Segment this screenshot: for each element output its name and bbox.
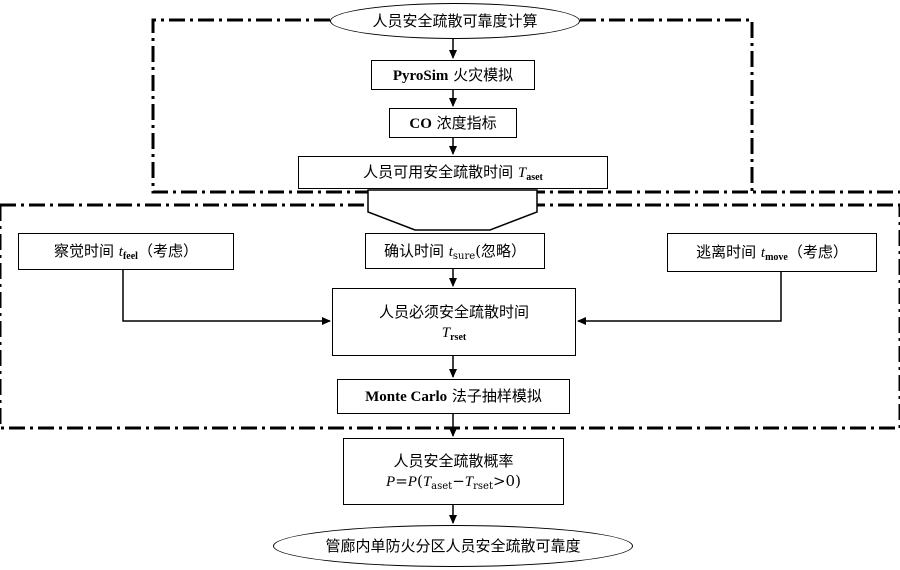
aset-text: 人员可用安全疏散时间 [363, 163, 518, 181]
probability-node: 人员安全疏散概率 P=P(Taset−Trset>0) [343, 438, 564, 505]
expand-arrow [367, 189, 538, 231]
feel-text: 察觉时间 [54, 242, 119, 260]
sure-symbol: t [448, 243, 453, 260]
aset-subscript: aset [526, 172, 543, 183]
arrow-feel-to-rset [122, 268, 331, 325]
rset-text: 人员必须安全疏散时间 [378, 302, 529, 321]
rset-node: 人员必须安全疏散时间 Trset [332, 288, 576, 356]
prob-open: ( [416, 472, 423, 490]
pyrosim-zh: 火灾模拟 [448, 65, 514, 84]
move-subscript: move [765, 252, 788, 263]
upper-group-frame [151, 18, 900, 194]
feel-subscript: feel [122, 251, 138, 262]
prob-p: P [386, 474, 396, 490]
prob-close: >0) [492, 472, 521, 490]
sure-note: (忽略） [475, 241, 527, 260]
montecarlo-en: Monte Carlo [365, 389, 448, 405]
rset-symbol: T [441, 324, 451, 341]
sure-node: 确认时间 tsure(忽略） [365, 233, 545, 269]
end-label: 管廊内单防火分区人员安全疏散可靠度 [325, 537, 581, 555]
prob-formula: P=P(Taset−Trset>0) [386, 471, 521, 492]
start-node: 人员安全疏散可靠度计算 [330, 3, 580, 39]
move-note: （考虑） [787, 243, 848, 261]
montecarlo-node: Monte Carlo 法子抽样模拟 [337, 379, 570, 414]
aset-symbol: T [517, 165, 527, 181]
prob-t1: T [422, 474, 432, 490]
move-text: 逃离时间 [696, 243, 761, 261]
co-en: CO [409, 115, 432, 132]
rset-subscript: rset [450, 331, 467, 343]
feel-note: （考虑） [137, 242, 198, 260]
prob-s2: rset [473, 481, 493, 492]
move-symbol: t [760, 245, 766, 261]
prob-t2: T [464, 474, 474, 490]
prob-minus: − [452, 472, 465, 490]
start-label: 人员安全疏散可靠度计算 [372, 12, 538, 30]
pyrosim-en: PyroSim [392, 67, 449, 84]
prob-text: 人员安全疏散概率 [393, 452, 514, 470]
feel-symbol: t [118, 244, 123, 260]
co-node: CO 浓度指标 [389, 108, 517, 138]
move-node: 逃离时间 tmove（考虑） [667, 233, 877, 272]
prob-s1: aset [431, 481, 453, 492]
arrow-move-to-rset [577, 270, 782, 325]
montecarlo-zh: 法子抽样模拟 [447, 387, 542, 405]
end-node: 管廊内单防火分区人员安全疏散可靠度 [273, 525, 633, 567]
feel-node: 察觉时间 tfeel（考虑） [18, 233, 234, 270]
sure-text: 确认时间 [383, 241, 449, 260]
co-zh: 浓度指标 [431, 113, 497, 132]
pyrosim-node: PyroSim 火灾模拟 [371, 60, 535, 90]
aset-node: 人员可用安全疏散时间 Taset [298, 156, 608, 189]
sure-subscript: sure [452, 250, 476, 262]
prob-eq: = [395, 472, 408, 490]
prob-p2: P [407, 474, 417, 490]
